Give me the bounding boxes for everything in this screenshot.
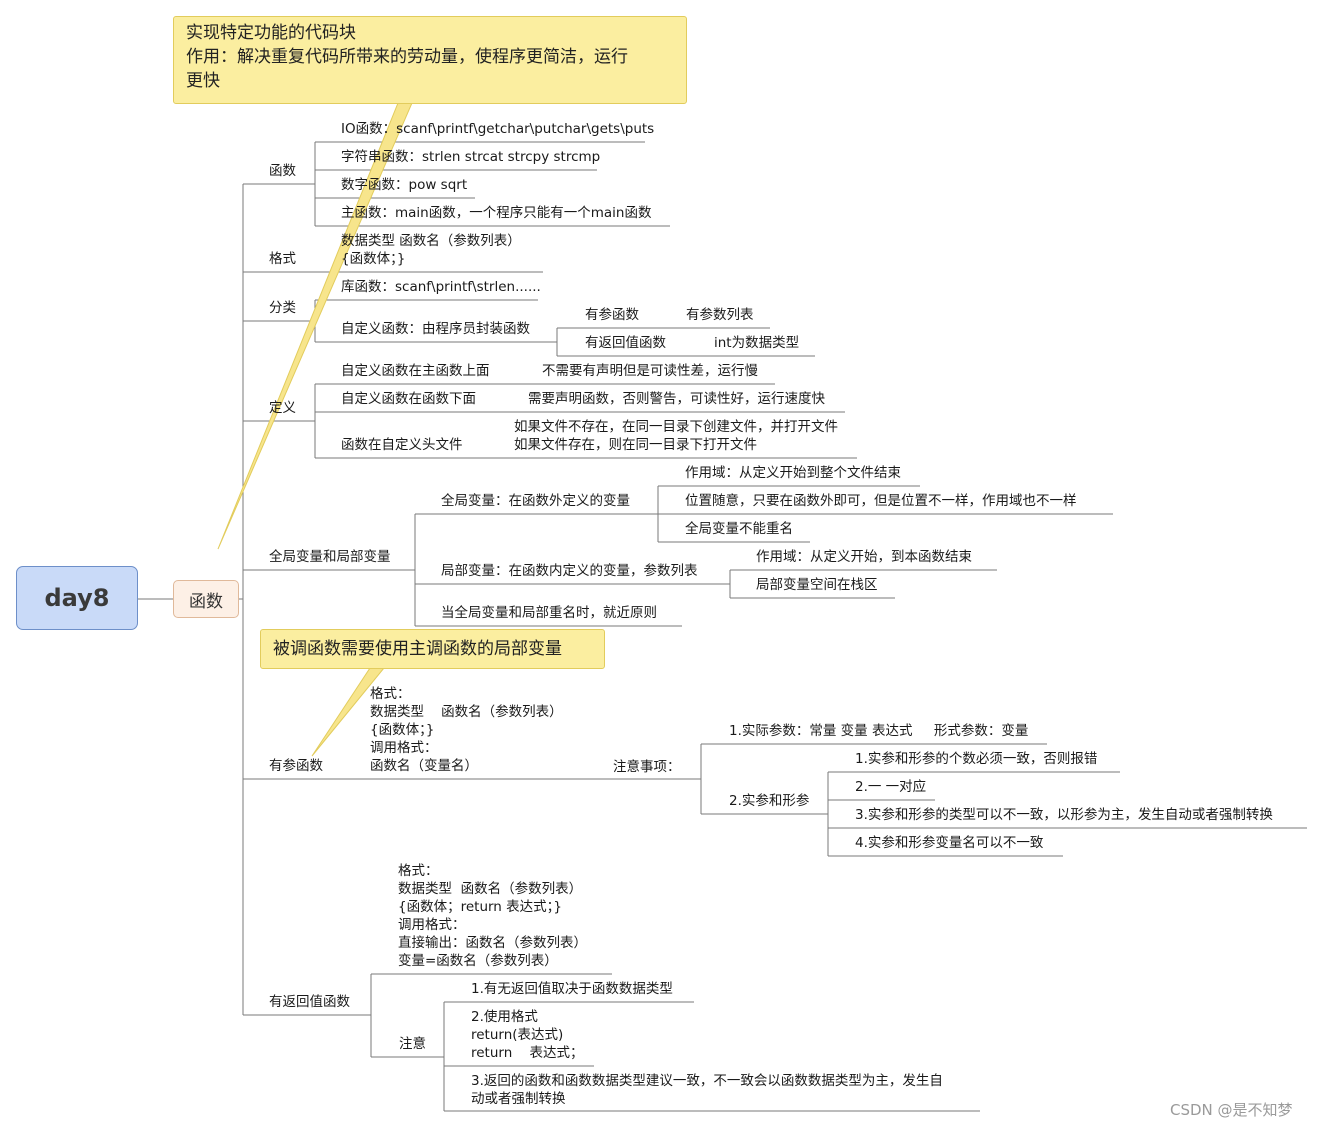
root-node[interactable]: day8: [16, 566, 138, 630]
node-main-function[interactable]: 主函数：main函数，一个程序只能有一个main函数: [341, 205, 652, 221]
node-def-header-file[interactable]: 函数在自定义头文件: [341, 437, 463, 453]
note-line-3: 更快: [186, 71, 220, 91]
node-actual-formal-params[interactable]: 1.实际参数：常量 变量 表达式 形式参数：变量: [729, 723, 1029, 739]
node-rule-type[interactable]: 3.实参和形参的类型可以不一致，以形参为主，发生自动或者强制转换: [855, 807, 1273, 823]
branch-classification[interactable]: 分类: [269, 300, 296, 316]
node-io-functions[interactable]: IO函数：scanf\printf\getchar\putchar\gets\p…: [341, 121, 655, 137]
node-return-function-desc: int为数据类型: [714, 335, 800, 351]
node-rule-one-to-one[interactable]: 2.一 一对应: [855, 779, 927, 795]
branch-definition[interactable]: 定义: [269, 400, 296, 416]
node-rule-count[interactable]: 1.实参和形参的个数必须一致，否则报错: [855, 751, 1098, 767]
node-return-function[interactable]: 有返回值函数: [585, 335, 666, 351]
node-def-below-main-desc: 需要声明函数，否则警告，可读性好，运行速度快: [528, 391, 825, 407]
node-param-format-5: 函数名（变量名）: [370, 758, 478, 774]
node-ret-format-4: 调用格式：: [398, 917, 466, 933]
node-ret-format-3: {函数体；return 表达式；}: [398, 899, 562, 915]
node-custom-functions[interactable]: 自定义函数：由程序员封装函数: [341, 321, 530, 337]
note-line-1: 实现特定功能的代码块: [186, 23, 356, 43]
node-def-below-main[interactable]: 自定义函数在函数下面: [341, 391, 476, 407]
node-ret-rule-2c: return 表达式；: [471, 1045, 584, 1061]
node-local-scope[interactable]: 作用域：从定义开始，到本函数结束: [756, 549, 972, 565]
node-ret-rule-2b: return(表达式): [471, 1027, 564, 1043]
node-param-format-4: 调用格式：: [370, 740, 438, 756]
branch-functions[interactable]: 函数: [269, 163, 296, 179]
node-ret-rule-2a[interactable]: 2.使用格式: [471, 1009, 538, 1025]
branch-return-function[interactable]: 有返回值函数: [269, 994, 350, 1010]
node-library-functions[interactable]: 库函数：scanf\printf\strlen......: [341, 279, 541, 295]
node-math-functions[interactable]: 数字函数：pow sqrt: [341, 177, 468, 193]
node-def-above-main[interactable]: 自定义函数在主函数上面: [341, 363, 490, 379]
node-param-function[interactable]: 有参函数: [585, 307, 639, 323]
branch-global-local-vars[interactable]: 全局变量和局部变量: [269, 549, 391, 565]
node-param-function-desc: 有参数列表: [686, 307, 754, 323]
node-param-notes[interactable]: 注意事项：: [613, 759, 681, 775]
node-local-stack[interactable]: 局部变量空间在栈区: [756, 577, 878, 593]
node-def-header-desc-1: 如果文件不存在，在同一目录下创建文件，并打开文件: [514, 419, 838, 435]
branch-param-function[interactable]: 有参函数: [269, 758, 323, 774]
node-format-l1[interactable]: 数据类型 函数名（参数列表）: [341, 233, 521, 249]
node-global-var[interactable]: 全局变量：在函数外定义的变量: [441, 493, 630, 509]
note-line-2: 作用：解决重复代码所带来的劳动量，使程序更简洁，运行: [186, 47, 628, 67]
node-ret-rule-3b: 动或者强制转换: [471, 1091, 566, 1107]
node-ret-format-5: 直接输出：函数名（参数列表）: [398, 935, 587, 951]
main-topic-node[interactable]: 函数: [173, 580, 239, 618]
node-local-var[interactable]: 局部变量：在函数内定义的变量，参数列表: [441, 563, 698, 579]
node-param-format-1: 格式：: [370, 686, 411, 702]
node-ret-format-2: 数据类型 函数名（参数列表）: [398, 881, 583, 897]
node-param-format-3: {函数体；}: [370, 722, 435, 738]
node-rule-name[interactable]: 4.实参和形参变量名可以不一致: [855, 835, 1044, 851]
node-global-unique[interactable]: 全局变量不能重名: [685, 521, 793, 537]
node-def-above-main-desc: 不需要有声明但是可读性差，运行慢: [542, 363, 758, 379]
node-string-functions[interactable]: 字符串函数：strlen strcat strcpy strcmp: [341, 149, 601, 165]
node-ret-rule-3a[interactable]: 3.返回的函数和函数数据类型建议一致，不一致会以函数数据类型为主，发生自: [471, 1073, 943, 1089]
node-param-format-2: 数据类型 函数名（参数列表）: [370, 704, 563, 720]
node-actual-and-formal[interactable]: 2.实参和形参: [729, 793, 810, 809]
node-def-header-desc-2: 如果文件存在，则在同一目录下打开文件: [514, 437, 757, 453]
node-format-l2[interactable]: {函数体；}: [341, 251, 406, 267]
branch-format[interactable]: 格式: [269, 251, 296, 267]
node-global-scope[interactable]: 作用域：从定义开始到整个文件结束: [685, 465, 901, 481]
node-ret-format-1: 格式：: [398, 863, 439, 879]
callout-note-top[interactable]: 实现特定功能的代码块 作用：解决重复代码所带来的劳动量，使程序更简洁，运行 更快: [173, 16, 687, 104]
callout-note-mid[interactable]: 被调函数需要使用主调函数的局部变量: [260, 629, 605, 669]
node-ret-note[interactable]: 注意: [399, 1036, 426, 1052]
node-ret-format-6: 变量=函数名（参数列表）: [398, 953, 558, 969]
node-global-position[interactable]: 位置随意，只要在函数外即可，但是位置不一样，作用域也不一样: [685, 493, 1077, 509]
watermark: CSDN @是不知梦: [1170, 1101, 1293, 1119]
node-same-name-rule[interactable]: 当全局变量和局部重名时，就近原则: [441, 605, 657, 621]
node-ret-rule-1[interactable]: 1.有无返回值取决于函数数据类型: [471, 981, 673, 997]
